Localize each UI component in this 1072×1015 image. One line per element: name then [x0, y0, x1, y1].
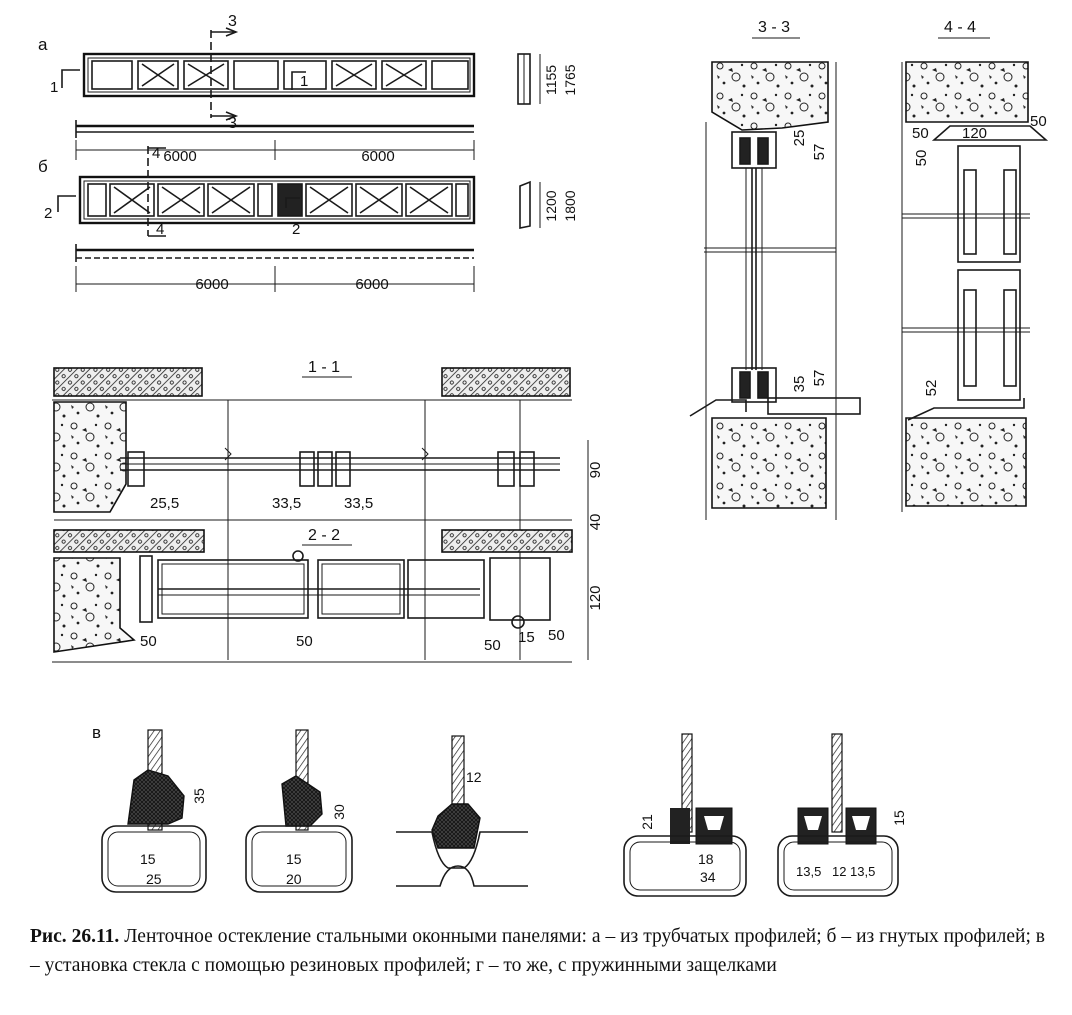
dim-33-5-left: 33,5: [272, 495, 301, 512]
label-b: б: [38, 157, 48, 176]
technical-drawing: а 3 3 1 1 6000 6000: [38, 13, 1049, 897]
dim-20-v: 20: [286, 871, 302, 887]
dim-50-44a: 50: [912, 125, 929, 142]
dim-12-v: 12: [466, 769, 482, 785]
marker-4-top: 4: [152, 145, 160, 162]
view-v-details: в 35 15 25 30 15 20 12: [92, 723, 907, 897]
dim-35-33: 35: [791, 376, 808, 393]
dim-1155: 1155: [543, 65, 559, 95]
dim-50-1: 50: [140, 633, 157, 650]
dim-33-5-right: 33,5: [344, 495, 373, 512]
dim-21-v: 21: [639, 814, 655, 830]
section-2-2: 2 - 2 50 50 50 15 50 120: [52, 527, 604, 663]
detail-rubber-1: 35 15 25: [101, 729, 207, 893]
marker-1-left: 1: [50, 79, 58, 96]
dim-18-v: 18: [698, 851, 714, 867]
caption-text: Ленточное остекление стальными оконными …: [30, 926, 1045, 976]
dim-15-v3: 15: [891, 810, 907, 826]
detail-clip-1: 21 18 34: [623, 733, 747, 897]
view-a: а 3 3 1 1 6000 6000: [38, 13, 578, 165]
marker-3-bottom: 3: [228, 115, 237, 132]
dim-120-a: 120: [587, 585, 604, 610]
dim-35-v: 35: [191, 788, 207, 804]
dim-1200: 1200: [543, 190, 559, 221]
dim-13-5-right: 13,5: [850, 864, 875, 879]
dim-25-v: 25: [146, 871, 162, 887]
marker-2-left: 2: [44, 205, 52, 222]
section-4-4: 4 - 4 50 120 50 50 52: [901, 19, 1049, 512]
section-1-1: 1 - 1 25,5 33,5 33,5 90 40: [52, 359, 604, 660]
dim-50-44c: 50: [913, 150, 930, 167]
dim-12-v2: 12: [832, 864, 846, 879]
caption-label: Рис. 26.11.: [30, 926, 120, 947]
detail-clip-2: 15 13,5 12 13,5: [777, 733, 907, 897]
dim-13-5-left: 13,5: [796, 864, 821, 879]
label-s44: 4 - 4: [944, 19, 976, 36]
dim-6000-a1: 6000: [163, 148, 196, 165]
section-3-3: 3 - 3 25 57 35 57: [689, 19, 861, 520]
dim-50-2: 50: [296, 633, 313, 650]
dim-40: 40: [587, 514, 604, 531]
dim-6000-a2: 6000: [361, 148, 394, 165]
dim-50-44b: 50: [1030, 113, 1047, 130]
dim-6000-b2: 6000: [355, 276, 388, 293]
marker-3-top: 3: [228, 13, 237, 30]
dim-25-33: 25: [791, 130, 808, 147]
dim-15-v1: 15: [140, 851, 156, 867]
marker-2-right: 2: [292, 221, 300, 238]
dim-15-v2: 15: [286, 851, 302, 867]
dim-34-v: 34: [700, 869, 716, 885]
dim-1800: 1800: [562, 190, 578, 221]
label-s33: 3 - 3: [758, 19, 790, 36]
dim-50-4: 50: [548, 627, 565, 644]
dim-52: 52: [923, 380, 940, 397]
dim-1765: 1765: [562, 64, 578, 95]
detail-rubber-3: 12: [396, 735, 528, 887]
dim-25-5: 25,5: [150, 495, 179, 512]
figure-caption: Рис. 26.11. Ленточное остекление стальны…: [30, 922, 1045, 980]
dim-6000-b1: 6000: [195, 276, 228, 293]
dim-57-bottom: 57: [811, 370, 828, 387]
label-a: а: [38, 35, 48, 54]
detail-rubber-2: 30 15 20: [245, 729, 353, 893]
label-s11: 1 - 1: [308, 359, 340, 376]
marker-4-bottom: 4: [156, 221, 164, 238]
dim-50-3: 50: [484, 637, 501, 654]
marker-1-right: 1: [300, 73, 308, 90]
label-v: в: [92, 723, 101, 742]
label-s22: 2 - 2: [308, 527, 340, 544]
dim-120-44: 120: [962, 125, 987, 142]
dim-30-v: 30: [331, 804, 347, 820]
view-b: б 4 4 2 2: [38, 145, 578, 293]
dim-57-top: 57: [811, 144, 828, 161]
dim-90: 90: [587, 462, 604, 479]
dim-15: 15: [518, 629, 535, 646]
